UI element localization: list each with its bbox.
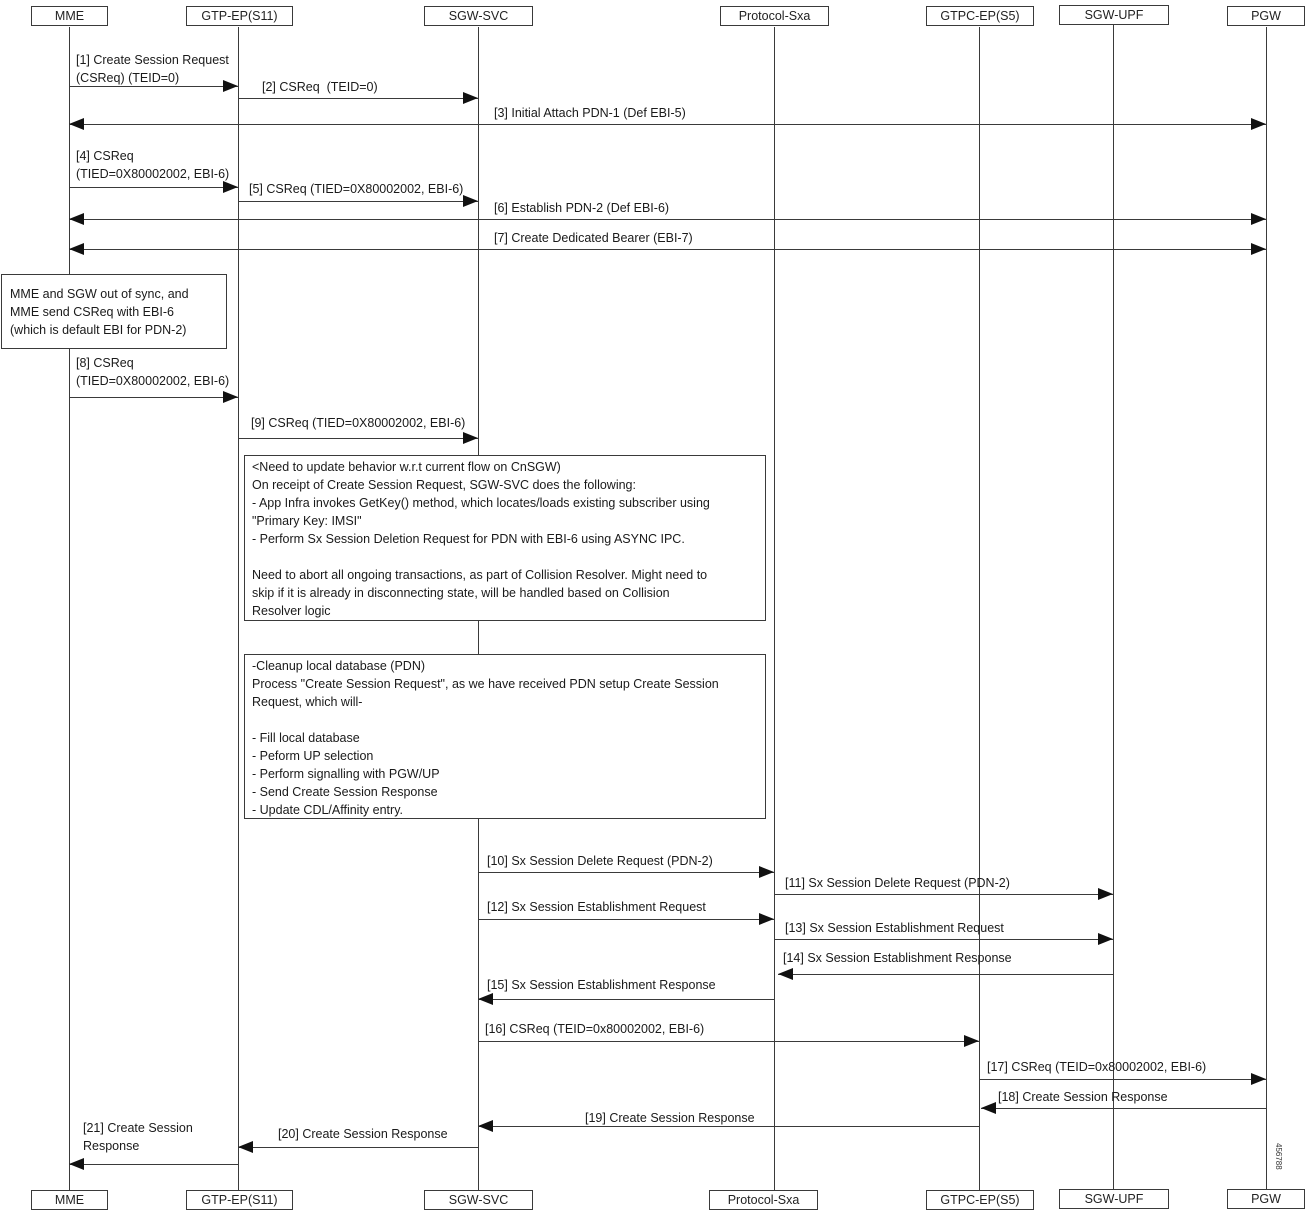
participant-sgw-upf-top: SGW-UPF: [1059, 5, 1169, 25]
arrowhead-left-icon: [69, 213, 84, 225]
message-2-label: [2] CSReq (TEID=0): [262, 80, 378, 94]
participant-pgw-bottom: PGW: [1227, 1189, 1305, 1209]
participant-pgw-top: PGW: [1227, 6, 1305, 26]
participant-gtpc-ep-s5-bottom: GTPC-EP(S5): [926, 1190, 1034, 1210]
participant-gtp-ep-s11-top: GTP-EP(S11): [186, 6, 293, 26]
arrowhead-left-icon: [778, 968, 793, 980]
message-7-label: [7] Create Dedicated Bearer (EBI-7): [494, 231, 693, 245]
message-1-label: [1] Create Session Request (CSReq) (TEID…: [76, 53, 229, 85]
lifeline-gtp-ep-s11: [238, 27, 239, 1190]
lifeline-protocol-sxa: [774, 27, 775, 1190]
message-6-label: [6] Establish PDN-2 (Def EBI-6): [494, 201, 670, 215]
lifeline-gtpc-ep-s5: [979, 27, 980, 1190]
arrowhead-right-icon: [964, 1035, 979, 1047]
arrowhead-right-icon: [223, 391, 238, 403]
message-20-label: [20] Create Session Response: [278, 1127, 448, 1141]
arrowhead-right-icon: [1251, 1073, 1266, 1085]
message-9-label: [9] CSReq (TIED=0X80002002, EBI-6): [251, 416, 466, 430]
note-cleanup: -Cleanup local database (PDN) Process "C…: [244, 654, 766, 819]
arrowhead-left-icon: [69, 118, 84, 130]
arrowhead-right-icon: [463, 195, 478, 207]
participant-gtpc-ep-s5-top: GTPC-EP(S5): [926, 6, 1034, 26]
lifeline-mme: [69, 27, 70, 1190]
message-19-label: [19] Create Session Response: [585, 1111, 755, 1125]
message-8-label: [8] CSReq (TIED=0X80002002, EBI-6): [76, 356, 230, 388]
message-12-label: [12] Sx Session Establishment Request: [487, 900, 706, 914]
participant-mme-top: MME: [31, 6, 108, 26]
arrowhead-right-icon: [463, 92, 478, 104]
arrowhead-left-icon: [981, 1102, 996, 1114]
message-17-label: [17] CSReq (TEID=0x80002002, EBI-6): [987, 1060, 1207, 1074]
note-out-of-sync: MME and SGW out of sync, and MME send CS…: [1, 274, 227, 349]
arrowhead-right-icon: [1098, 888, 1113, 900]
arrowhead-right-icon: [759, 913, 774, 925]
participant-protocol-sxa-bottom: Protocol-Sxa: [709, 1190, 818, 1210]
arrowhead-right-icon: [759, 866, 774, 878]
message-10-label: [10] Sx Session Delete Request (PDN-2): [487, 854, 713, 868]
participant-sgw-svc-top: SGW-SVC: [424, 6, 533, 26]
message-13-label: [13] Sx Session Establishment Request: [785, 921, 1004, 935]
message-14-label: [14] Sx Session Establishment Response: [783, 951, 1012, 965]
arrowhead-right-icon: [1251, 118, 1266, 130]
participant-sgw-upf-bottom: SGW-UPF: [1059, 1189, 1169, 1209]
participant-gtp-ep-s11-bottom: GTP-EP(S11): [186, 1190, 293, 1210]
arrowhead-left-icon: [69, 243, 84, 255]
participant-protocol-sxa-top: Protocol-Sxa: [720, 6, 829, 26]
note-sgw-behavior: <Need to update behavior w.r.t current f…: [244, 455, 766, 621]
arrowhead-right-icon: [463, 432, 478, 444]
message-11-label: [11] Sx Session Delete Request (PDN-2): [785, 876, 1010, 890]
arrowhead-right-icon: [223, 80, 238, 92]
arrowhead-right-icon: [1251, 213, 1266, 225]
message-18-label: [18] Create Session Response: [998, 1090, 1168, 1104]
arrowhead-right-icon: [1098, 933, 1113, 945]
message-15-label: [15] Sx Session Establishment Response: [487, 978, 716, 992]
lifeline-sgw-upf: [1113, 25, 1114, 1190]
figure-id: 456788: [1274, 1143, 1283, 1170]
arrowhead-right-icon: [223, 181, 238, 193]
message-5-label: [5] CSReq (TIED=0X80002002, EBI-6): [249, 182, 464, 196]
arrowhead-left-icon: [69, 1158, 84, 1170]
message-16-label: [16] CSReq (TEID=0x80002002, EBI-6): [485, 1022, 705, 1036]
message-4-label: [4] CSReq (TIED=0X80002002, EBI-6): [76, 149, 230, 181]
arrowhead-left-icon: [478, 1120, 493, 1132]
message-21-label: [21] Create Session Response: [83, 1121, 193, 1153]
message-3-label: [3] Initial Attach PDN-1 (Def EBI-5): [494, 106, 686, 120]
arrowhead-right-icon: [1251, 243, 1266, 255]
participant-sgw-svc-bottom: SGW-SVC: [424, 1190, 533, 1210]
arrowhead-left-icon: [238, 1141, 253, 1153]
arrowhead-left-icon: [478, 993, 493, 1005]
participant-mme-bottom: MME: [31, 1190, 108, 1210]
lifeline-pgw: [1266, 27, 1267, 1190]
